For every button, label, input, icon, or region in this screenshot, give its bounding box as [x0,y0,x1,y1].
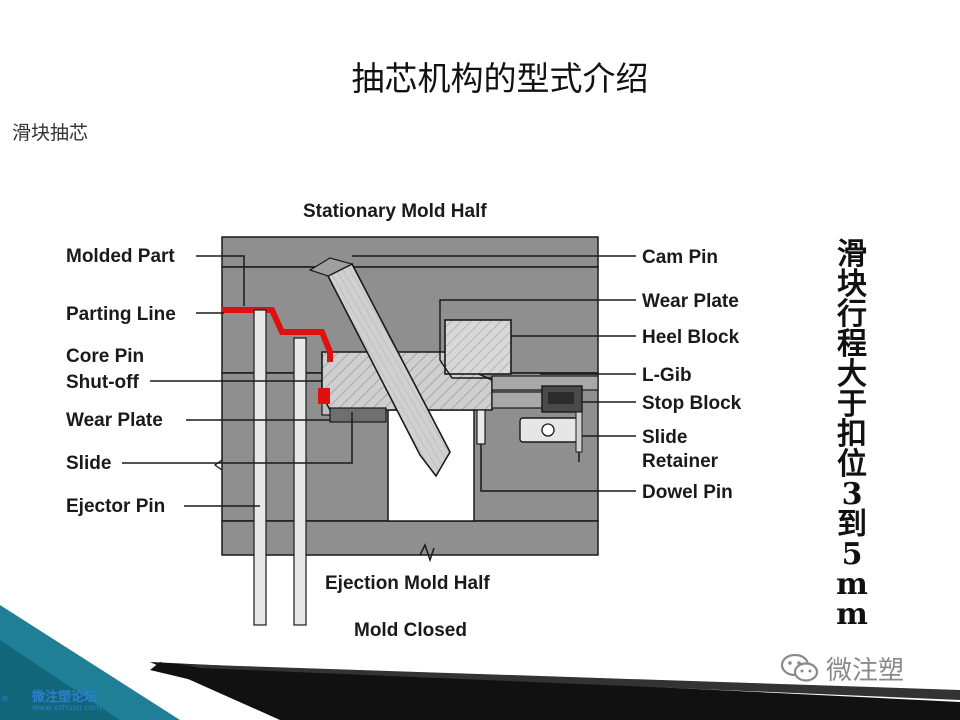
label-shut-off: Shut-off [66,372,139,393]
label-slide-retainer-line2: Retainer [642,451,719,472]
bottom-decor-band [0,605,960,720]
label-slide: Slide [66,453,111,474]
label-stationary-mold-half: Stationary Mold Half [303,201,487,222]
label-mold-closed: Mold Closed [354,620,467,641]
wechat-icon [780,653,819,682]
watermark-text: 微注塑 [826,655,905,686]
label-wear-plate-right: Wear Plate [642,291,739,312]
label-dowel-pin: Dowel Pin [642,482,733,503]
forum-url: www.vzhusu.com [32,703,102,712]
label-parting-line: Parting Line [66,304,176,325]
callout-lines [122,255,636,507]
label-heel-block: Heel Block [642,327,740,348]
label-slide-retainer-line1: Slide [642,427,687,448]
forum-logo-icon [2,695,8,702]
label-cam-pin: Cam Pin [642,247,718,268]
vertical-note: 滑块行程大于扣位3到5mm [836,237,868,632]
stationary-mold-plate [221,236,599,374]
label-l-gib: L-Gib [642,365,692,386]
label-ejection-mold-half: Ejection Mold Half [325,573,490,594]
slide-retainer [519,411,583,462]
slide-title: 抽芯机构的型式介绍 [351,59,649,98]
label-molded-part: Molded Part [66,246,175,267]
label-wear-plate-left: Wear Plate [66,410,163,431]
cam-pin [308,257,451,478]
label-core-pin: Core Pin [66,346,144,367]
label-ejector-pin: Ejector Pin [66,496,165,517]
label-stop-block: Stop Block [642,393,742,414]
dowel-pin [476,409,486,445]
ejector-pins [253,309,307,626]
wechat-watermark: 微注塑 [780,648,904,688]
heel-block [439,305,512,379]
forum-name: 微注塑论坛 [32,690,98,705]
stop-block [541,385,583,413]
slide-subtitle: 滑块抽芯 [12,122,89,144]
